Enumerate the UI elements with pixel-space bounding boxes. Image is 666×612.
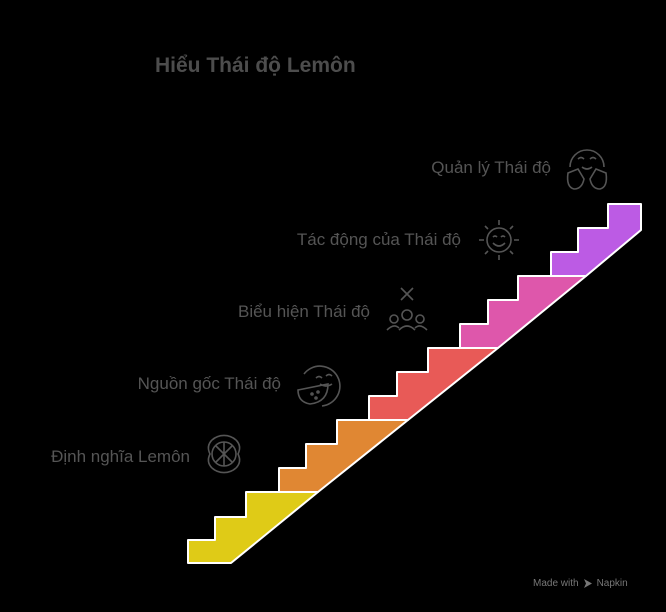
stair-segment-3 — [368, 347, 499, 421]
people-group-icon — [386, 287, 428, 331]
step-label-1: Định nghĩa Lemôn — [51, 447, 190, 466]
napkin-brand-text: Napkin — [596, 578, 628, 589]
napkin-logo-icon — [583, 579, 592, 588]
step-label-4: Tác động của Thái độ — [296, 230, 461, 249]
step-label-5: Quản lý Thái độ — [431, 158, 551, 177]
diagram-title: Hiểu Thái độ Lemôn — [155, 54, 356, 77]
stair-segment-1 — [187, 491, 319, 564]
step-label-3: Biểu hiện Thái độ — [237, 302, 370, 321]
lemon-slice-icon — [207, 434, 241, 474]
watermelon-face-icon — [297, 365, 341, 407]
hugging-face-icon — [566, 149, 608, 190]
stair-segment-4 — [459, 275, 587, 349]
stair-segment-5 — [550, 203, 642, 277]
footer-credit: Made with Napkin — [533, 578, 628, 589]
stair-segment-2 — [278, 419, 409, 493]
made-with-text: Made with — [533, 578, 579, 589]
smiling-sun-icon — [479, 220, 519, 260]
step-label-2: Nguồn gốc Thái độ — [137, 374, 281, 393]
